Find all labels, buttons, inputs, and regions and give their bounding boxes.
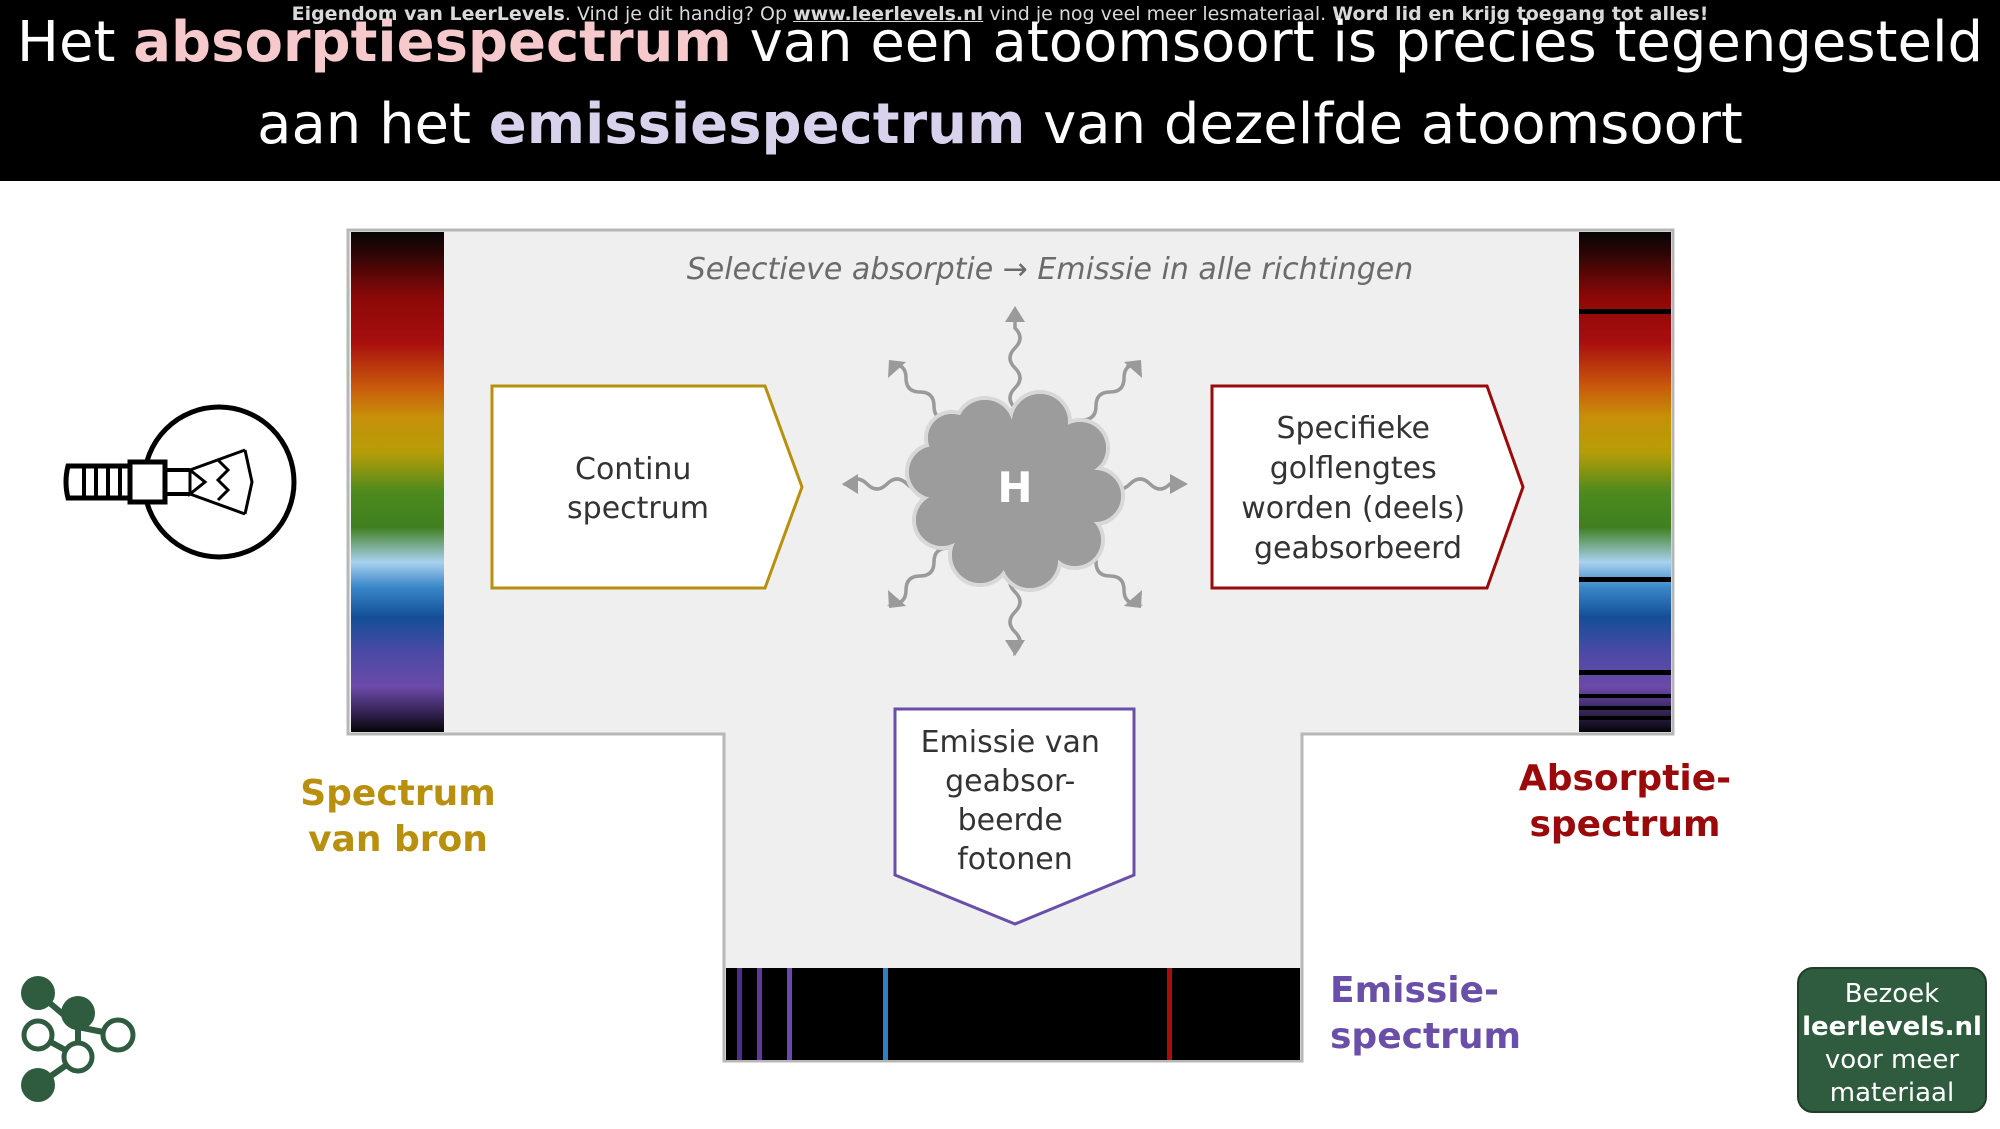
svg-text:Emissie van geabsor-: Emissie van geabsor- beerde fotonen xyxy=(921,725,1110,877)
emission-line xyxy=(737,968,742,1060)
ownership-notice: Eigendom van LeerLevels. Vind je dit han… xyxy=(0,3,2000,25)
title-highlight-absorption: absorptiespectrum xyxy=(133,10,732,75)
page-title-line-1: Het absorptiespectrum van een atoomsoort… xyxy=(16,10,1984,75)
light-bulb-icon xyxy=(63,404,297,560)
svg-text:Continu spectrum: Continu spectrum xyxy=(567,452,709,526)
header: Eigendom van LeerLevels. Vind je dit han… xyxy=(0,0,2000,181)
page-title-line-2: aan het emissiespectrum van dezelfde ato… xyxy=(257,92,1743,157)
notice-cta: Word lid en krijg toegang tot alles! xyxy=(1332,3,1709,25)
absorption-spectrum-label: Absorptie- spectrum xyxy=(1518,758,1732,845)
atom-symbol: H xyxy=(997,463,1032,512)
absorption-line xyxy=(1579,577,1671,582)
photon-arrow-icon xyxy=(1005,306,1025,410)
continuous-spectrum-box: Continu spectrum xyxy=(490,384,804,590)
emission-line xyxy=(883,968,888,1060)
emission-spectrum-bar xyxy=(726,968,1300,1060)
visit-leerlevels-button[interactable]: Bezoek leerlevels.nl voor meer materiaal xyxy=(1797,967,1987,1113)
source-spectrum-bar xyxy=(351,232,444,732)
emission-photons-box: Emissie van geabsor- beerde fotonen xyxy=(893,707,1136,926)
absorption-line xyxy=(1579,670,1671,675)
absorption-line xyxy=(1579,716,1671,720)
emission-line xyxy=(787,968,792,1060)
absorption-spectrum-bar xyxy=(1579,232,1671,732)
notice-text-2: vind je nog veel meer lesmateriaal. xyxy=(983,3,1333,25)
diagram-subtitle: Selectieve absorptie → Emissie in alle r… xyxy=(687,252,1413,287)
title-highlight-emission: emissiespectrum xyxy=(488,92,1026,157)
photon-arrow-icon xyxy=(1005,570,1025,657)
leerlevels-logo-icon xyxy=(21,976,136,1102)
absorption-line xyxy=(1579,706,1671,710)
photon-arrow-icon xyxy=(888,360,950,422)
absorption-emission-diagram: Selectieve absorptie → Emissie in alle r… xyxy=(0,181,2000,1125)
photon-arrow-icon xyxy=(887,546,950,608)
source-spectrum-label: Spectrum van bron xyxy=(300,773,496,860)
notice-text: . Vind je dit handig? Op xyxy=(564,3,794,25)
hydrogen-cloud: H xyxy=(905,390,1125,592)
emission-spectrum-label: Emissie- spectrum xyxy=(1330,970,1522,1057)
svg-text:Specifieke golflengtes: Specifieke golflengtes worden (deels) ge… xyxy=(1241,411,1475,566)
photon-arrow-icon xyxy=(1080,360,1142,422)
notice-owner: Eigendom van LeerLevels xyxy=(291,3,565,25)
photon-arrows xyxy=(842,306,1188,657)
absorption-line xyxy=(1579,309,1671,314)
absorbed-wavelengths-box: Specifieke golflengtes worden (deels) ge… xyxy=(1210,384,1525,590)
absorption-line xyxy=(1579,694,1671,698)
diagram-canvas: Selectieve absorptie → Emissie in alle r… xyxy=(21,228,1675,1102)
emission-line xyxy=(1167,968,1172,1060)
emission-line xyxy=(757,968,762,1060)
notice-link[interactable]: www.leerlevels.nl xyxy=(793,3,984,25)
